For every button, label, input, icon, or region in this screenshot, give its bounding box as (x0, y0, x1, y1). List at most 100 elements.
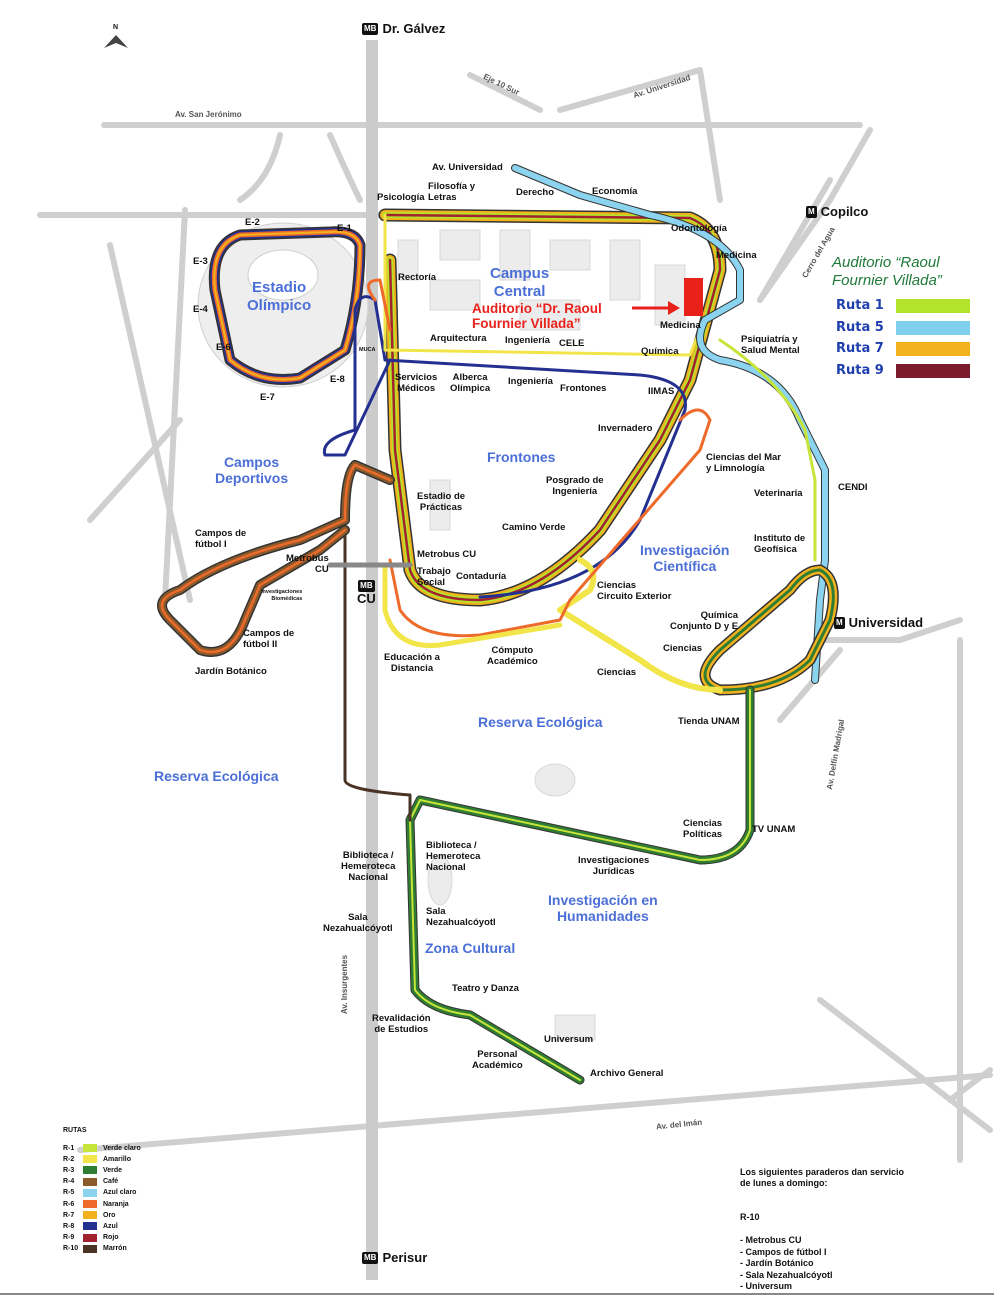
stop-ciencias-1[interactable]: Ciencias (663, 643, 703, 654)
metro-icon: M (834, 616, 845, 629)
legend-swatch (83, 1166, 97, 1175)
legend-code: R-1 (63, 1144, 75, 1152)
stop-posgrado[interactable]: Posgrado de Ingeniería (546, 475, 604, 497)
stop-e8[interactable]: E-8 (330, 374, 345, 385)
stop-personal-academico[interactable]: Personal Académico (472, 1049, 523, 1071)
stop-biblioteca-east[interactable]: Biblioteca / Hemeroteca Nacional (426, 840, 481, 873)
stop-geofisica[interactable]: Instituto de Geofísica (754, 533, 806, 555)
stop-cele[interactable]: CELE (559, 338, 585, 349)
stop-e4[interactable]: E-4 (193, 304, 208, 315)
stop-odontologia[interactable]: Odontología (671, 223, 727, 234)
stop-filosofia[interactable]: Filosofía y Letras (428, 181, 475, 203)
stop-ingenieria-2[interactable]: Ingeniería (508, 376, 553, 387)
stop-universum[interactable]: Universum (544, 1034, 594, 1045)
stop-servicios-medicos[interactable]: Servicios Médicos (395, 372, 438, 394)
area-estadio: Estadio Olímpico (247, 279, 312, 314)
stop-medicina-2[interactable]: Medicina (660, 320, 701, 331)
stop-computo-academico[interactable]: Cómputo Académico (487, 645, 538, 667)
legend-name: Verde claro (103, 1144, 141, 1152)
metro-dr-galvez[interactable]: MB Dr. Gálvez (362, 21, 446, 36)
stop-contaduria[interactable]: Contaduría (456, 571, 507, 582)
stop-e7[interactable]: E-7 (260, 392, 275, 403)
stop-biomedicas[interactable]: Investigaciones Biomédicas (261, 589, 303, 602)
stop-ciencias-mar[interactable]: Ciencias del Mar y Limnología (706, 452, 781, 474)
stop-trabajo-social[interactable]: Trabajo Social (417, 566, 451, 588)
legend-code: R-7 (63, 1211, 75, 1219)
legend-swatch (83, 1144, 97, 1152)
stop-campos-futbol-2[interactable]: Campos de fútbol II (243, 628, 295, 650)
stop-derecho[interactable]: Derecho (516, 187, 555, 198)
legend-code: R-2 (63, 1155, 75, 1163)
compass-icon (104, 35, 128, 48)
insurgentes-avenue (366, 40, 378, 1280)
stop-psiquiatria[interactable]: Psiquiatría y Salud Mental (741, 334, 800, 356)
metro-icon: M (806, 205, 817, 218)
stop-investigaciones-juridicas[interactable]: Investigaciones Jurídicas (578, 855, 650, 877)
stop-educacion-distancia[interactable]: Educación a Distancia (384, 652, 440, 674)
area-frontones: Frontones (487, 449, 556, 465)
stop-tv-unam[interactable]: TV UNAM (752, 824, 796, 835)
metrobus-cu[interactable]: MB CU (357, 580, 376, 606)
legend-code: R-4 (63, 1178, 75, 1186)
stop-muca[interactable]: MUCA (359, 347, 376, 353)
stop-frontones[interactable]: Frontones (560, 383, 607, 394)
area-investigacion-cientifica: Investigación Científica (640, 542, 730, 574)
legend-code: R-10 (63, 1245, 79, 1253)
stop-medicina-1[interactable]: Medicina (716, 250, 757, 261)
stop-ciencias-politicas[interactable]: Ciencias Políticas (683, 818, 723, 840)
stop-quimica-d-e[interactable]: Química Conjunto D y E (670, 610, 739, 632)
legend-title: RUTAS (63, 1127, 87, 1134)
stop-invernadero[interactable]: Invernadero (598, 423, 653, 434)
stop-ciencias-2[interactable]: Ciencias (597, 667, 637, 678)
metrobus-icon: MB (362, 22, 379, 35)
legend-code: R-6 (63, 1200, 75, 1208)
stop-metrobus-cu-west[interactable]: Metrobus CU (286, 553, 329, 575)
stop-biblioteca-west[interactable]: Biblioteca / Hemeroteca Nacional (341, 850, 396, 883)
stop-ingenieria-1[interactable]: Ingeniería (505, 335, 550, 346)
stop-iimas[interactable]: IIMAS (648, 386, 675, 397)
stop-av-universidad[interactable]: Av. Universidad (432, 162, 503, 173)
stop-metrobus-cu-east[interactable]: Metrobus CU (417, 549, 477, 560)
stop-e3[interactable]: E-3 (193, 256, 208, 267)
stop-teatro-danza[interactable]: Teatro y Danza (452, 983, 519, 994)
stop-sala-west[interactable]: Sala Nezahualcóyotl (323, 912, 393, 934)
stop-tienda-unam[interactable]: Tienda UNAM (678, 716, 740, 727)
stop-veterinaria[interactable]: Veterinaria (754, 488, 803, 499)
legend-name: Verde (103, 1166, 123, 1174)
notice-route: R-10 (740, 1212, 760, 1222)
stop-jardin-botanico[interactable]: Jardín Botánico (195, 666, 267, 677)
stop-arquitectura[interactable]: Arquitectura (430, 333, 487, 344)
ruta-key-1: Ruta 1 (836, 298, 970, 313)
stop-campos-futbol-1[interactable]: Campos de fútbol I (195, 528, 247, 550)
stop-e2[interactable]: E-2 (245, 217, 260, 228)
stop-ciencias-circuito[interactable]: Ciencias Circuito Exterior (597, 580, 672, 602)
notice-heading: Los siguientes paraderos dan servicio de… (740, 1166, 905, 1189)
stop-quimica[interactable]: Química (641, 346, 679, 357)
stop-estadio-practicas[interactable]: Estadio de Prácticas (417, 491, 466, 513)
stop-sala-east[interactable]: Sala Nezahualcóyotl (426, 906, 496, 928)
legend-swatch (83, 1244, 97, 1253)
stop-e1[interactable]: E-1 (337, 223, 352, 234)
stop-cendi[interactable]: CENDI (838, 482, 868, 493)
stop-rectoria[interactable]: Rectoría (398, 272, 437, 283)
legend-code: R-8 (63, 1222, 75, 1230)
area-campus-central: Campus Central (490, 265, 550, 300)
metro-universidad[interactable]: M Universidad (834, 615, 924, 630)
stop-archivo-general[interactable]: Archivo General (590, 1068, 664, 1079)
metro-copilco[interactable]: M Copilco (806, 204, 869, 219)
stop-camino-verde[interactable]: Camino Verde (502, 522, 566, 533)
stop-e6[interactable]: E-6 (216, 342, 231, 353)
stop-psicologia[interactable]: Psicología (377, 192, 425, 203)
weekend-notice: Los siguientes paraderos dan servicio de… (740, 1155, 904, 1304)
stop-alberca[interactable]: Alberca Olímpica (450, 372, 491, 394)
stop-revalidacion[interactable]: Revalidación de Estudios (372, 1013, 431, 1035)
stop-economia[interactable]: Economía (592, 186, 638, 197)
metro-perisur[interactable]: MB Perisur (362, 1250, 428, 1265)
ruta-key-5: Ruta 5 (836, 320, 970, 335)
legend-name: Azul claro (103, 1189, 137, 1197)
